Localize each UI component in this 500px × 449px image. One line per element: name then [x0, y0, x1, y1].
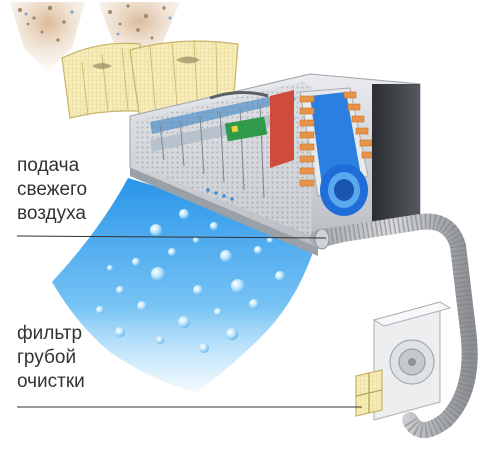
cold-airflow-icon [52, 178, 318, 392]
callout-line: воздуха [17, 203, 86, 224]
callout-line: свежего [17, 179, 88, 200]
dust-cloud-icon [10, 2, 180, 72]
callout-line: подача [17, 155, 80, 176]
callout-line: очистки [17, 371, 85, 392]
callout-line: фильтр [17, 323, 83, 344]
callout-line: грубой [17, 347, 77, 368]
coarse-filter-label: фильтр грубой очистки [17, 322, 85, 394]
air-conditioner-unit-icon [129, 73, 421, 256]
ventilation-hose-icon [310, 213, 478, 438]
fresh-air-leader-line [16, 235, 327, 239]
fresh-air-module-icon [355, 301, 452, 421]
fresh-air-supply-label: подача свежего воздуха [17, 154, 87, 226]
